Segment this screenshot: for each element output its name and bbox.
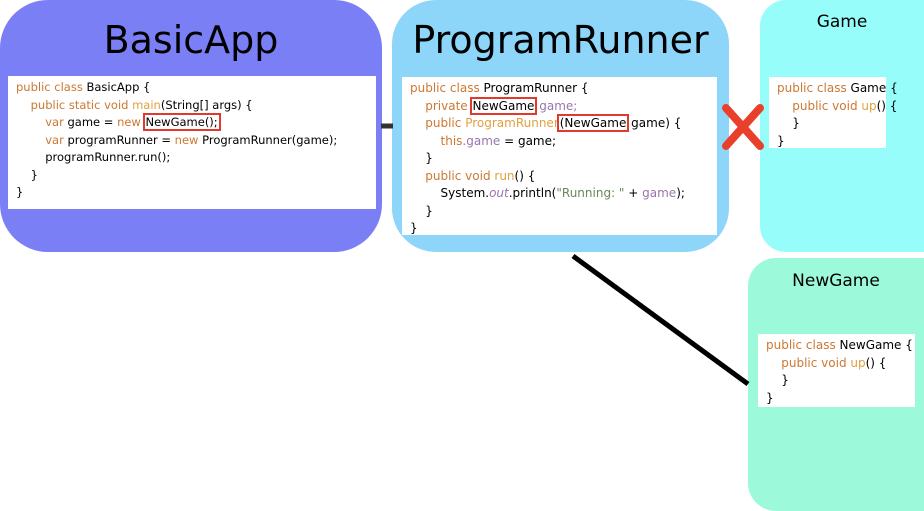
runner-to-newgame-connector (571, 253, 750, 387)
code-token: System. (410, 186, 490, 200)
code-token: } (766, 390, 774, 405)
code-line: } (777, 115, 878, 133)
code-line: programRunner.run(); (16, 149, 368, 167)
code-token: } (410, 203, 433, 218)
code-token: ); (676, 186, 685, 200)
basic-app-code: public class BasicApp { public static vo… (8, 76, 376, 209)
code-token: ProgramRunner { (483, 81, 589, 95)
basic-app-title: BasicApp (103, 18, 279, 62)
code-line: public void up() { (777, 98, 897, 116)
code-token: programRunner.run(); (16, 150, 171, 164)
code-token: public void (777, 98, 862, 113)
code-line: } (16, 167, 368, 185)
code-token: Game { (850, 81, 898, 95)
code-token: run (494, 168, 515, 183)
code-line: this.game = game; (410, 133, 709, 151)
new-game-title: NewGame (792, 271, 880, 291)
code-token: + (624, 186, 643, 200)
code-token: out (489, 186, 509, 200)
code-line: public void up() { (766, 355, 907, 373)
code-line: public ProgramRunner(NewGame game) { (410, 114, 709, 133)
code-line: public class Game { (777, 80, 898, 98)
code-token: BasicApp { (86, 80, 151, 94)
code-token: ProgramRunner(game); (202, 132, 338, 147)
code-line: } (766, 390, 907, 408)
code-token: } (410, 221, 418, 235)
code-line: public class ProgramRunner { (410, 80, 709, 98)
code-token: var (16, 132, 68, 147)
code-token: new (117, 115, 145, 129)
code-token: .game (462, 133, 501, 148)
code-token: main (132, 97, 161, 112)
code-token: private (410, 98, 472, 113)
code-token: game) { (627, 116, 682, 130)
code-token: } (16, 167, 38, 182)
code-token: .println( (508, 186, 557, 200)
code-token: game; (535, 98, 578, 113)
code-line: } (410, 203, 709, 221)
code-token: game (642, 186, 677, 200)
code-token: } (777, 133, 785, 148)
code-token: public static void (16, 97, 133, 112)
code-token: var (16, 115, 68, 129)
code-line: } (766, 372, 907, 390)
code-token: NewGame { (839, 338, 913, 352)
code-token: () { (865, 355, 887, 370)
code-token: public class (777, 81, 851, 95)
highlighted-token: (NewGame (556, 114, 630, 132)
code-token: } (16, 185, 24, 199)
code-token: } (410, 151, 433, 165)
code-token: } (777, 116, 800, 130)
code-token: this (410, 133, 463, 148)
code-line: } (16, 184, 368, 202)
code-token: public (410, 116, 466, 130)
code-line: var game = new NewGame(); (16, 113, 368, 132)
code-line: public static void main(String[] args) { (16, 97, 368, 115)
program-runner-code: public class ProgramRunner { private New… (402, 77, 717, 235)
code-token: programRunner = (67, 132, 175, 147)
code-token: ProgramRunner (465, 116, 559, 130)
code-token: } (766, 373, 789, 387)
red-x-icon (722, 104, 764, 150)
code-line: var programRunner = new ProgramRunner(ga… (16, 132, 368, 150)
code-token: up (850, 355, 866, 370)
code-token: public void (410, 168, 495, 183)
code-line: } (777, 133, 878, 151)
game-code: public class Game { public void up() { }… (769, 77, 898, 151)
highlighted-token: NewGame(); (142, 113, 221, 131)
code-line: public class NewGame { (766, 337, 913, 355)
code-token: new (174, 132, 203, 147)
code-line: public class BasicApp { (16, 79, 368, 97)
code-token: () { (876, 98, 898, 113)
program-runner-title: ProgramRunner (412, 18, 709, 62)
code-token: = game; (500, 133, 557, 148)
code-token: public void (766, 355, 851, 370)
code-line: private NewGame game; (410, 96, 709, 116)
code-token: (String[] args) { (160, 97, 253, 112)
highlighted-token: NewGame (469, 96, 538, 115)
code-token: up (861, 98, 877, 113)
code-line: public void run() { (410, 168, 709, 186)
code-token: game = (67, 115, 118, 129)
code-line: System.out.println("Running: " + game); (410, 185, 709, 203)
code-token: public class (410, 81, 484, 95)
code-line: } (410, 150, 709, 168)
code-token: "Running: " (556, 186, 625, 200)
code-token: public class (16, 80, 87, 94)
game-title: Game (816, 12, 868, 32)
new-game-code: public class NewGame { public void up() … (758, 334, 915, 407)
code-line: } (410, 220, 709, 238)
code-token: public class (766, 338, 840, 352)
code-token: () { (514, 168, 536, 183)
